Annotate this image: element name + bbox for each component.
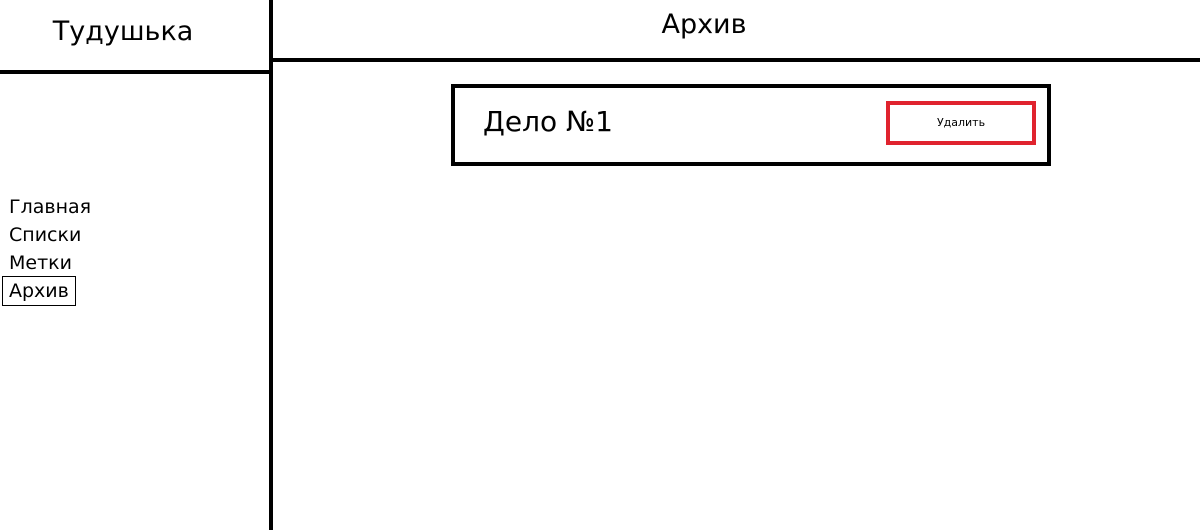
task-title: Дело №1 bbox=[483, 105, 613, 138]
delete-button[interactable]: Удалить bbox=[886, 101, 1036, 145]
sidebar-header-divider bbox=[0, 70, 272, 74]
app-title: Тудушька bbox=[52, 16, 194, 47]
sidebar-nav: Главная Списки Метки Архив bbox=[2, 193, 202, 306]
sidebar-item-lists[interactable]: Списки bbox=[9, 224, 82, 246]
sidebar-item-tags[interactable]: Метки bbox=[9, 252, 72, 274]
sidebar-item-main[interactable]: Главная bbox=[9, 196, 92, 218]
main-header-divider bbox=[272, 58, 1200, 62]
sidebar-vertical-divider bbox=[269, 0, 273, 530]
page-title: Архив bbox=[661, 9, 747, 40]
sidebar-item-archive[interactable]: Архив bbox=[2, 276, 76, 306]
task-card: Дело №1 Удалить bbox=[451, 84, 1051, 166]
